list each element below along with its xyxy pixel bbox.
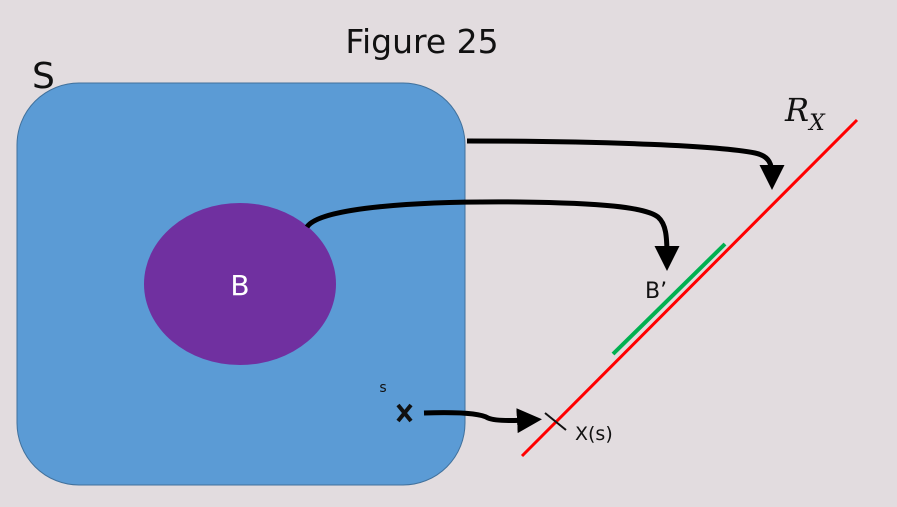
outcome-marker-icon bbox=[396, 403, 413, 423]
range-line bbox=[520, 118, 859, 458]
range-label-main: R bbox=[784, 91, 809, 129]
image-label: B’ bbox=[645, 279, 667, 304]
image-segment bbox=[611, 242, 727, 356]
mapped-value-tick bbox=[544, 412, 567, 431]
mapped-value-label: X(s) bbox=[575, 423, 613, 445]
outcome-label: s bbox=[379, 380, 386, 396]
event-b-ellipse bbox=[144, 203, 336, 365]
arrow-event-to-image bbox=[304, 199, 680, 271]
sample-space-label: S bbox=[32, 56, 55, 97]
event-b-label: B bbox=[230, 269, 249, 302]
arrow-outcome-to-value bbox=[423, 408, 542, 434]
range-label: RX bbox=[784, 91, 826, 136]
range-label-subscript: X bbox=[807, 111, 826, 136]
figure-title: Figure 25 bbox=[345, 22, 498, 61]
arrow-sample-space-to-range bbox=[466, 138, 785, 190]
